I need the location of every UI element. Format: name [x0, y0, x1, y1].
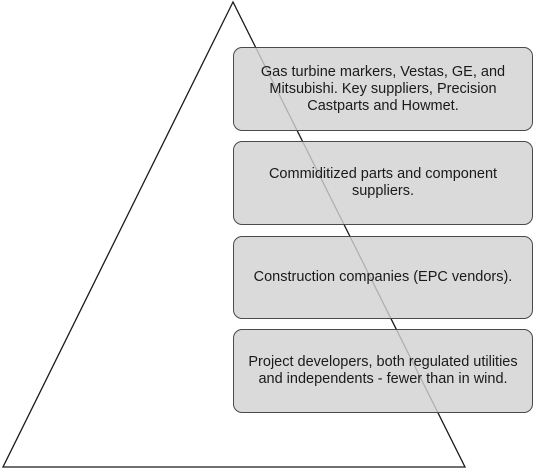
tier-box-second: Commiditized parts and component supplie… [233, 141, 533, 225]
tier-box-third: Construction companies (EPC vendors). [233, 236, 533, 319]
tier-label: Commiditized parts and component supplie… [268, 166, 498, 199]
tier-label: Construction companies (EPC vendors). [253, 269, 513, 285]
tier-label: Project developers, both regulated utili… [248, 354, 518, 387]
tier-label: Gas turbine markers, Vestas, GE, and Mit… [260, 63, 506, 114]
tier-box-top: Gas turbine markers, Vestas, GE, and Mit… [233, 47, 533, 131]
tier-box-bottom: Project developers, both regulated utili… [233, 329, 533, 413]
